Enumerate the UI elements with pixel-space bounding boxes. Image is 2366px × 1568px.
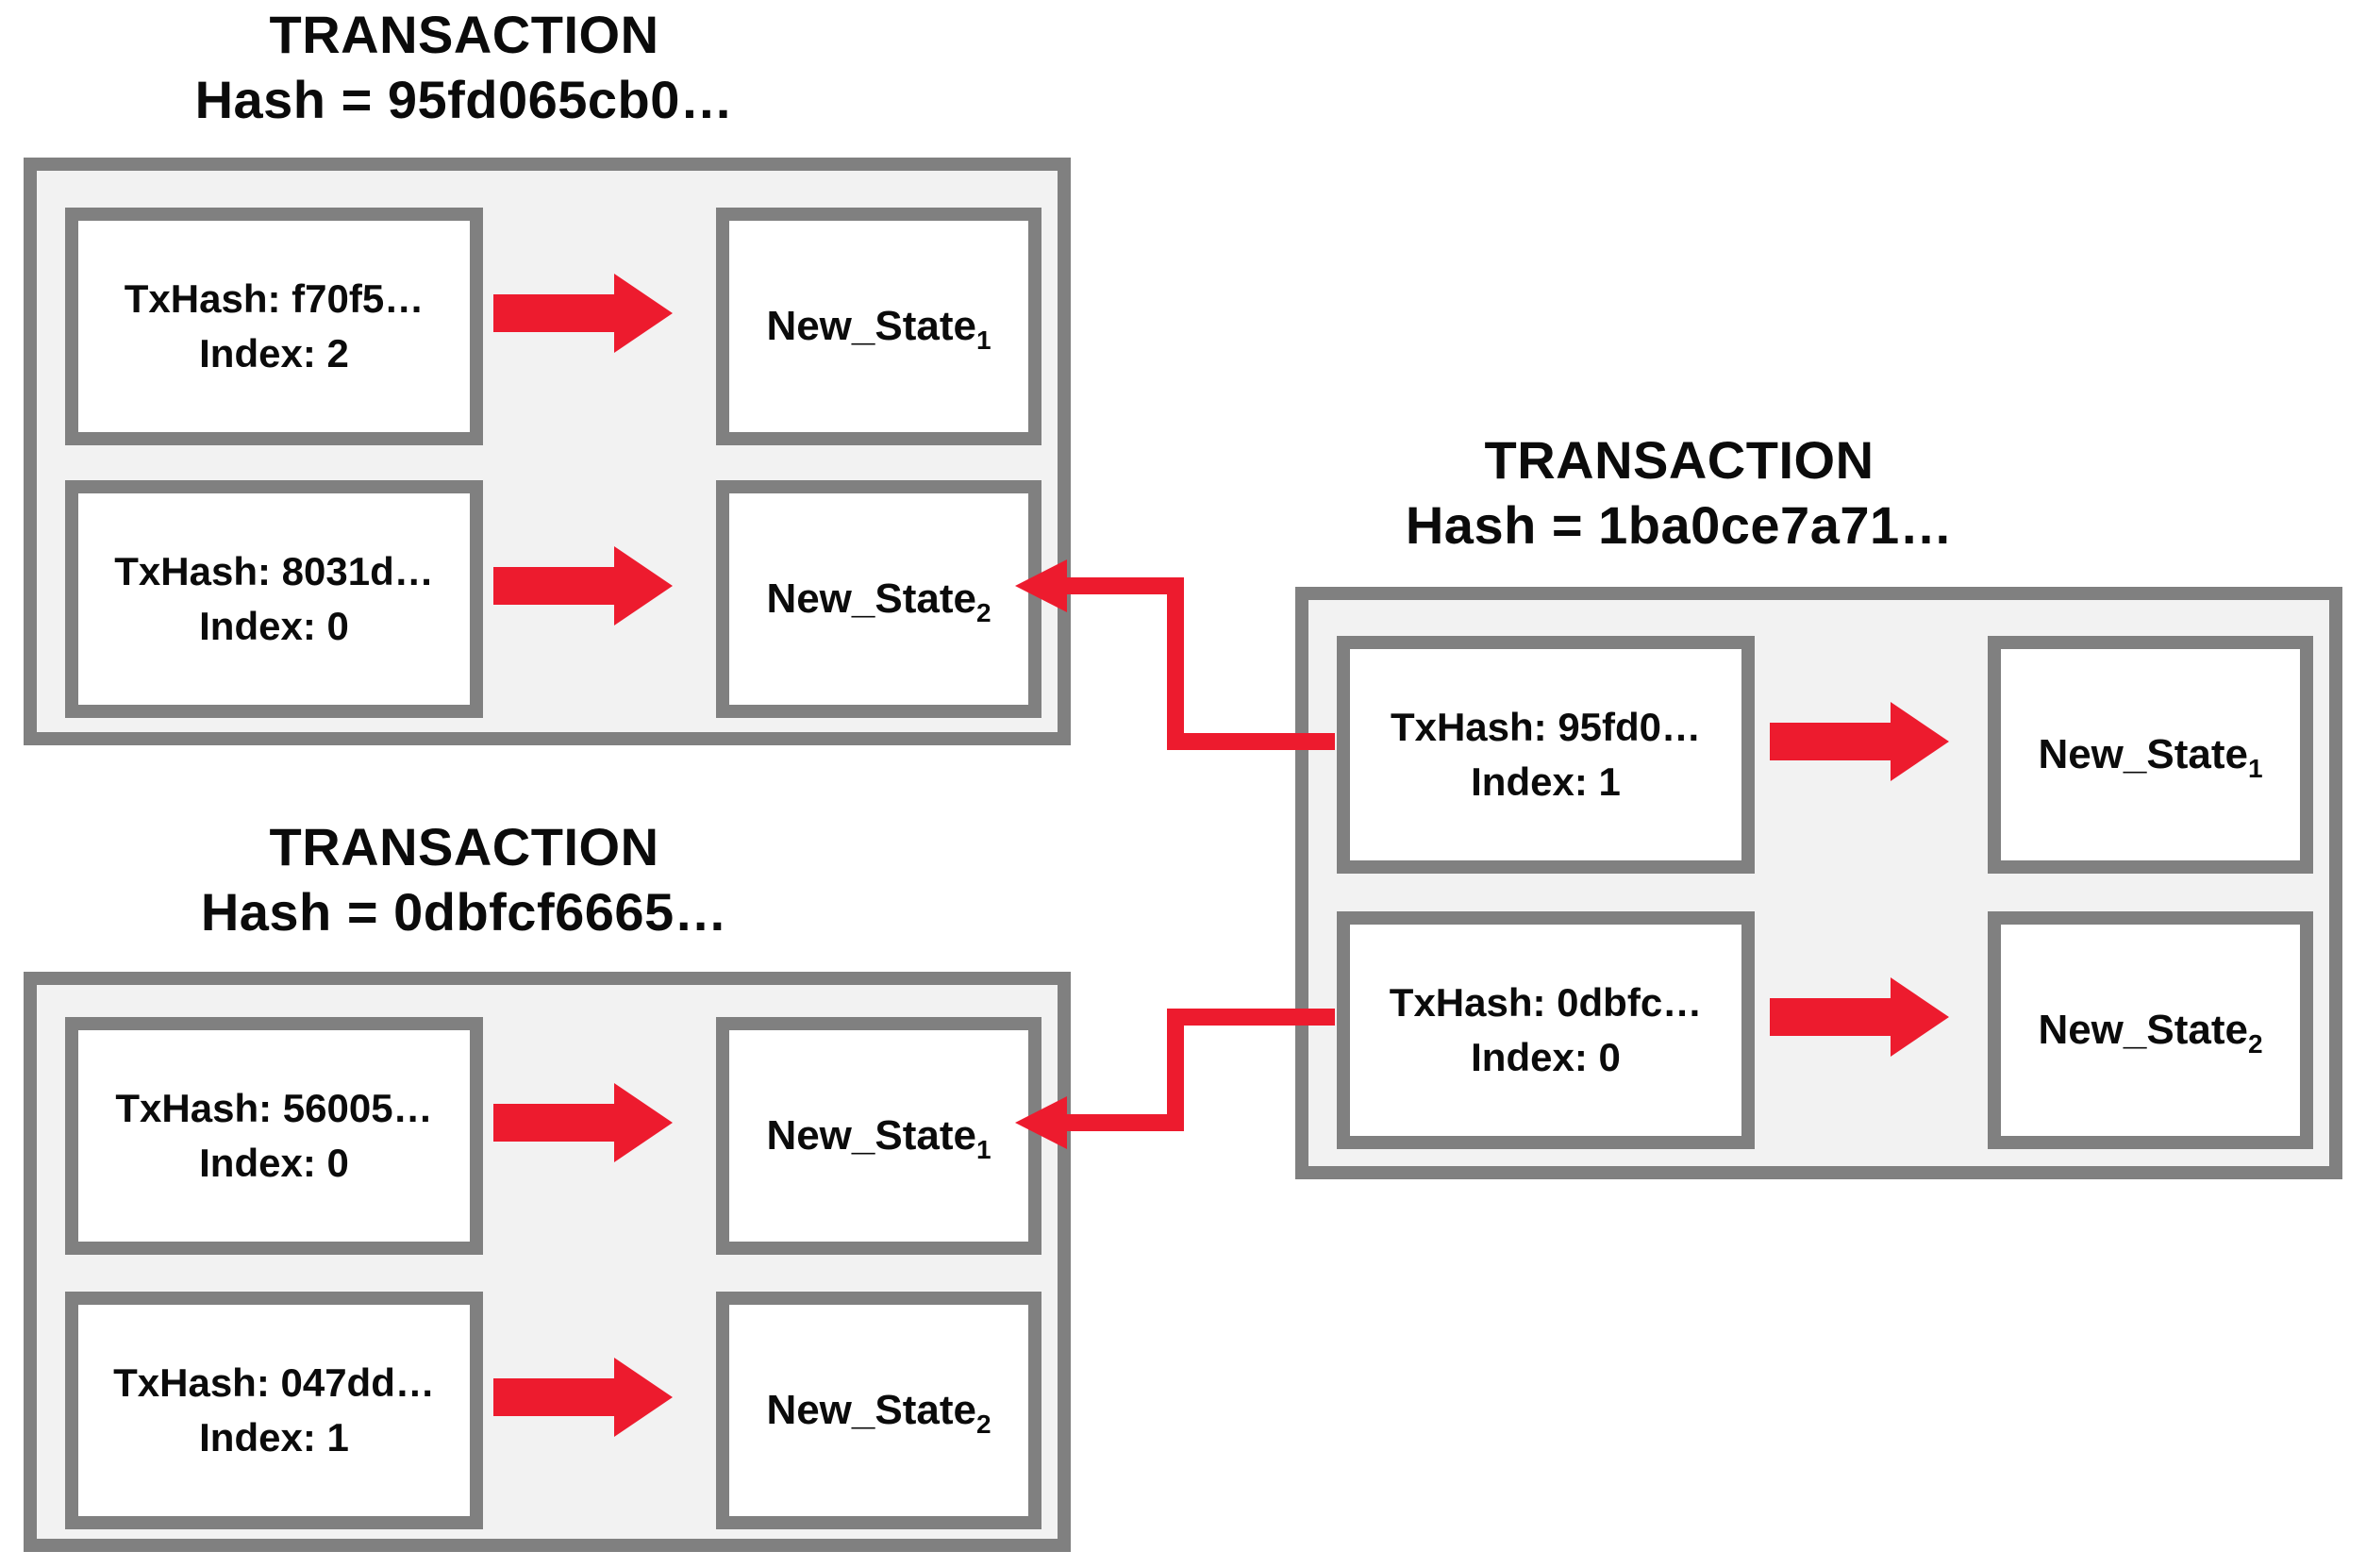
output-state-label: New_State2	[766, 575, 991, 627]
transaction-hash: Hash = 95fd065cb0…	[194, 70, 734, 129]
input-index: Index: 0	[199, 1141, 349, 1185]
output-state-subscript: 2	[975, 597, 991, 627]
output-state-label: New_State2	[2038, 1007, 2263, 1059]
input-box: TxHash: f70f5… Index: 2	[65, 208, 483, 445]
transaction-container-right: TxHash: 95fd0… Index: 1 TxHash: 0dbfc… I…	[1295, 587, 2342, 1179]
output-state-box: New_State2	[1988, 911, 2313, 1149]
input-txhash: TxHash: f70f5…	[124, 276, 425, 321]
input-index: Index: 1	[1471, 759, 1621, 804]
transaction-title: TRANSACTION	[269, 5, 659, 64]
input-box: TxHash: 8031d… Index: 0	[65, 480, 483, 718]
output-state-box: New_State2	[716, 1292, 1041, 1529]
input-txhash: TxHash: 047dd…	[113, 1360, 435, 1405]
output-state-subscript: 1	[975, 1134, 991, 1164]
input-box: TxHash: 047dd… Index: 1	[65, 1292, 483, 1529]
output-state-box: New_State1	[716, 1017, 1041, 1255]
input-txhash: TxHash: 95fd0…	[1390, 705, 1702, 749]
connector-segment	[1067, 1114, 1184, 1131]
output-state-label: New_State1	[766, 303, 991, 355]
transaction-container-top-left: TxHash: f70f5… Index: 2 TxHash: 8031d… I…	[24, 158, 1071, 745]
input-box: TxHash: 0dbfc… Index: 0	[1337, 911, 1755, 1149]
transaction-container-bottom-left: TxHash: 56005… Index: 0 TxHash: 047dd… I…	[24, 972, 1071, 1552]
input-index: Index: 0	[1471, 1035, 1621, 1079]
transaction-title-block-bottom-left: TRANSACTION Hash = 0dbfcf6665…	[87, 814, 841, 944]
transaction-hash: Hash = 1ba0ce7a71…	[1405, 495, 1954, 555]
input-box: TxHash: 95fd0… Index: 1	[1337, 636, 1755, 874]
input-index: Index: 0	[199, 604, 349, 648]
output-state-subscript: 2	[975, 1409, 991, 1439]
connector-segment	[1167, 1009, 1184, 1131]
output-state-subscript: 1	[975, 325, 991, 355]
transaction-title-block-top-left: TRANSACTION Hash = 95fd065cb0…	[87, 2, 841, 132]
connector-segment	[1167, 577, 1184, 750]
output-state-box: New_State1	[1988, 636, 2313, 874]
output-state-label: New_State2	[766, 1387, 991, 1439]
output-state-box: New_State1	[716, 208, 1041, 445]
transaction-hash: Hash = 0dbfcf6665…	[200, 882, 728, 942]
transaction-title-block-right: TRANSACTION Hash = 1ba0ce7a71…	[1302, 427, 2057, 558]
output-state-label: New_State1	[2038, 731, 2263, 783]
output-state-subscript: 1	[2247, 753, 2263, 783]
input-box: TxHash: 56005… Index: 0	[65, 1017, 483, 1255]
input-txhash: TxHash: 56005…	[115, 1086, 433, 1130]
output-state-subscript: 2	[2247, 1028, 2263, 1059]
output-state-label: New_State1	[766, 1112, 991, 1164]
input-txhash: TxHash: 0dbfc…	[1389, 980, 1703, 1025]
input-txhash: TxHash: 8031d…	[114, 549, 434, 593]
input-index: Index: 1	[199, 1415, 349, 1460]
transaction-title: TRANSACTION	[1484, 430, 1874, 490]
input-index: Index: 2	[199, 331, 349, 375]
transaction-title: TRANSACTION	[269, 817, 659, 876]
connector-segment	[1067, 577, 1184, 594]
output-state-box: New_State2	[716, 480, 1041, 718]
